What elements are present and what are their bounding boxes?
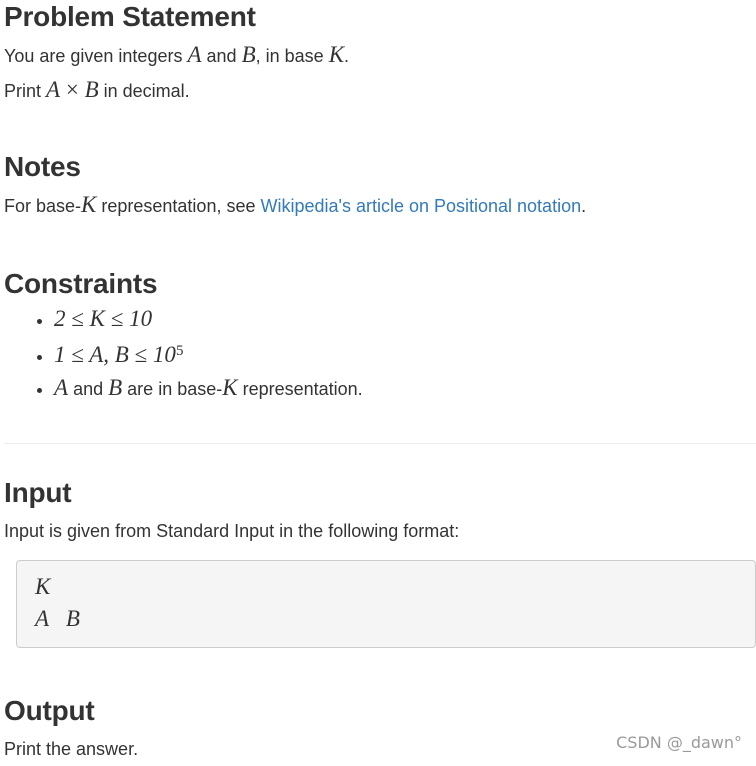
output-description: Print the answer. (4, 739, 139, 759)
constraint-ab-range: 1 ≤ A, B ≤ 105 (54, 336, 756, 372)
constraints-section: Constraints 2 ≤ K ≤ 10 1 ≤ A, B ≤ 105 A … (4, 267, 756, 405)
output-heading: Output (4, 695, 95, 726)
format-line-k: K (35, 574, 51, 599)
format-line-ab: A B (35, 606, 80, 631)
constraint-ab-base: A and B are in base-K representation. (54, 372, 756, 405)
input-description: Input is given from Standard Input in th… (4, 521, 460, 541)
problem-statement-heading: Problem Statement (4, 1, 256, 32)
csdn-watermark: CSDN @_dawn° (616, 733, 742, 752)
input-heading: Input (4, 477, 72, 508)
positional-notation-link[interactable]: Wikipedia's article on Positional notati… (260, 196, 582, 216)
constraint-k-range: 2 ≤ K ≤ 10 (54, 303, 756, 336)
input-format-block: K A B (16, 560, 756, 648)
notes-section: Notes For base-K representation, see Wik… (4, 150, 756, 223)
problem-statement-section: Problem Statement You are given integers… (4, 0, 349, 108)
notes-heading: Notes (4, 151, 81, 182)
output-section: Output Print the answer. (4, 694, 756, 766)
constraints-list: 2 ≤ K ≤ 10 1 ≤ A, B ≤ 105 A and B are in… (4, 303, 756, 405)
problem-line-1: You are given integers A and B, in base … (4, 42, 350, 67)
problem-line-2: Print A × B in decimal. (4, 77, 190, 102)
input-section: Input Input is given from Standard Input… (4, 476, 756, 648)
constraints-heading: Constraints (4, 268, 158, 299)
notes-text: For base-K representation, see Wikipedia… (4, 192, 587, 217)
section-divider (4, 443, 756, 444)
